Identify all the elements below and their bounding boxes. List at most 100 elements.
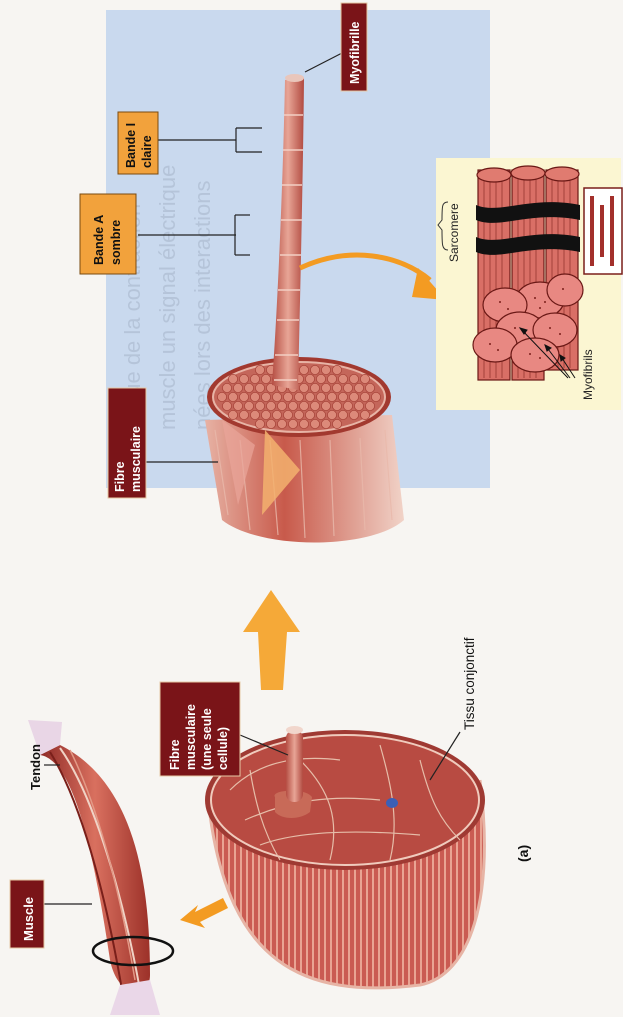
myofibril-dot bbox=[233, 383, 242, 392]
label-tissu-conjonctif: Tissu conjonctif bbox=[462, 637, 477, 730]
myofibril-dot bbox=[299, 383, 308, 392]
myofibril-dot bbox=[283, 410, 292, 419]
myofibril-dot bbox=[255, 419, 264, 428]
myofibril-dot bbox=[332, 365, 341, 374]
label-fibre-musculaire-line-1: Fibre bbox=[113, 461, 127, 492]
label-fibre-cell: Fibre musculaire (une seule cellule) bbox=[160, 682, 240, 776]
myofibril-dot bbox=[255, 383, 264, 392]
myofibril-dot bbox=[239, 392, 248, 401]
muscle-cross-section bbox=[205, 726, 485, 988]
myofibril-dot bbox=[332, 383, 341, 392]
myofibril-dot bbox=[354, 383, 363, 392]
myofibril-dot bbox=[343, 383, 352, 392]
label-fibre-cell-line-3: (une seule bbox=[200, 708, 214, 770]
myofibril-dot bbox=[222, 401, 231, 410]
label-bande-a: Bande A sombre bbox=[80, 194, 136, 274]
myofibril-dot bbox=[332, 401, 341, 410]
myofibril-dot bbox=[365, 401, 374, 410]
myofibril-dot bbox=[222, 383, 231, 392]
label-muscle-text: Muscle bbox=[21, 897, 36, 941]
myofibril-dot bbox=[305, 374, 314, 383]
myofibril-dot bbox=[228, 392, 237, 401]
myofibril-dot bbox=[272, 392, 281, 401]
label-fibre-cell-line-4: cellule) bbox=[216, 727, 230, 770]
myofibril-dot bbox=[277, 419, 286, 428]
myofibril-dot bbox=[277, 401, 286, 410]
myofibril-dot bbox=[327, 410, 336, 419]
myofibril-dot bbox=[244, 383, 253, 392]
myofibril-dot bbox=[327, 374, 336, 383]
label-fibre-cell-line-1: Fibre bbox=[168, 739, 182, 770]
myofibril-dot bbox=[217, 392, 226, 401]
label-fibre-musculaire: Fibre musculaire bbox=[108, 388, 146, 498]
panel-label-a: (a) bbox=[515, 845, 531, 862]
label-fibre-musculaire-line-2: musculaire bbox=[129, 426, 143, 492]
myofibril-dot bbox=[255, 365, 264, 374]
label-myofibrille: Myofibrille bbox=[341, 3, 367, 91]
myofibril-dot bbox=[360, 410, 369, 419]
myofibril-dot bbox=[272, 410, 281, 419]
myofibril-dot bbox=[299, 365, 308, 374]
myofibril-dot bbox=[310, 401, 319, 410]
myofibril-dot bbox=[244, 401, 253, 410]
svg-text:muscle un signal électrique: muscle un signal électrique bbox=[155, 165, 180, 430]
myofibril-dot bbox=[316, 374, 325, 383]
myofibril-dot bbox=[338, 392, 347, 401]
label-fibre-cell-line-2: musculaire bbox=[184, 704, 198, 770]
whole-muscle-illustration bbox=[28, 720, 173, 1015]
myofibril-dot bbox=[310, 365, 319, 374]
label-bande-i-line-2: claire bbox=[140, 135, 154, 168]
myofibril-dot bbox=[250, 374, 259, 383]
label-myofibrille-text: Myofibrille bbox=[348, 21, 362, 84]
myofibril-dot bbox=[250, 392, 259, 401]
myofibril-dot bbox=[365, 383, 374, 392]
label-bande-i-line-1: Bande I bbox=[124, 123, 138, 168]
myofibril-dot bbox=[332, 419, 341, 428]
myofibril-dot bbox=[338, 410, 347, 419]
myofibril-dot bbox=[294, 410, 303, 419]
label-tendon: Tendon bbox=[28, 744, 43, 790]
myofibril-dot bbox=[261, 392, 270, 401]
myofibril-dot bbox=[288, 419, 297, 428]
myofibril-dot bbox=[299, 419, 308, 428]
myofibril-dot bbox=[321, 383, 330, 392]
myofibril-dot bbox=[310, 383, 319, 392]
myofibril-dot bbox=[321, 419, 330, 428]
myofibril-dot bbox=[299, 401, 308, 410]
myofibril-dot bbox=[327, 392, 336, 401]
myofibril-dot bbox=[343, 401, 352, 410]
myofibril-dot bbox=[239, 410, 248, 419]
myofibril-dot bbox=[250, 410, 259, 419]
myofibril-dot bbox=[239, 374, 248, 383]
myofibril-dot bbox=[349, 374, 358, 383]
myofibril-dot bbox=[310, 419, 319, 428]
myofibril-dot bbox=[266, 401, 275, 410]
myofibril-dot bbox=[321, 365, 330, 374]
myofibril-dot bbox=[261, 410, 270, 419]
myofibril-dot bbox=[233, 401, 242, 410]
myofibril-dot bbox=[360, 374, 369, 383]
myofibril-dot bbox=[266, 419, 275, 428]
myofibril-dot bbox=[228, 410, 237, 419]
label-myofibrils: Myofibrils bbox=[581, 349, 595, 400]
myofibril-dot bbox=[349, 410, 358, 419]
label-bande-a-line-2: sombre bbox=[109, 220, 123, 265]
myofibril-dot bbox=[255, 401, 264, 410]
myofibril-dot bbox=[283, 392, 292, 401]
myofibril-dot bbox=[294, 392, 303, 401]
myofibril-dot bbox=[321, 401, 330, 410]
label-bande-i: Bande I claire bbox=[118, 112, 158, 174]
myofibril-dot bbox=[305, 392, 314, 401]
myofibril-dot bbox=[261, 374, 270, 383]
label-muscle: Muscle bbox=[10, 880, 44, 948]
label-sarcomere: Sarcomere bbox=[447, 203, 461, 262]
myofibril-dot bbox=[316, 392, 325, 401]
myofibril-dot bbox=[305, 410, 314, 419]
myofibril-dot bbox=[338, 374, 347, 383]
orange-arrow-lower bbox=[180, 898, 228, 928]
myofibril-dot bbox=[371, 392, 380, 401]
myofibril-dot bbox=[288, 401, 297, 410]
label-bande-a-line-1: Bande A bbox=[92, 215, 106, 265]
myofibril-dot bbox=[316, 410, 325, 419]
